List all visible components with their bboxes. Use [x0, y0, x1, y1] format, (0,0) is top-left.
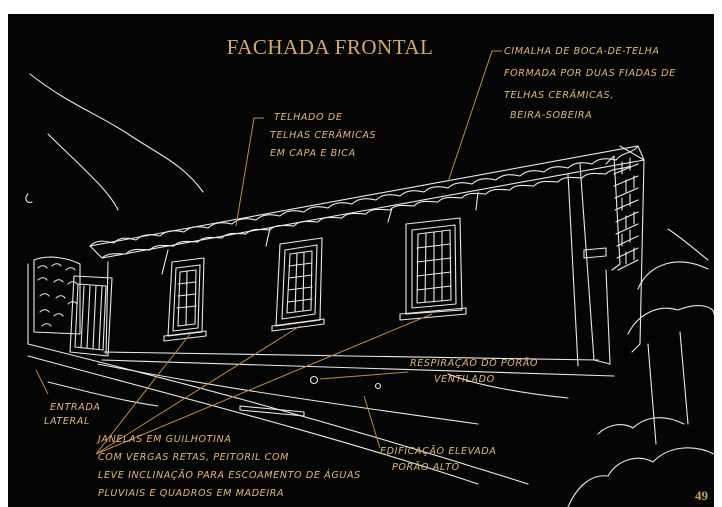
annotation-line: TELHAS CERÂMICAS — [270, 128, 376, 141]
annotation-line: RESPIRAÇÃO DO PORÃO — [410, 356, 538, 369]
annotation-line: FORMADA POR DUAS FIADAS DE — [504, 68, 676, 79]
page-title: FACHADA FRONTAL — [227, 35, 434, 59]
annotation-line: EM CAPA E BICA — [270, 148, 356, 159]
annotation-line: VENTILADO — [434, 374, 495, 385]
annotation-line: PORÃO ALTO — [392, 460, 460, 473]
annotation-line: PLUVIAIS E QUADROS EM MADEIRA — [98, 488, 284, 499]
annotation-telhado: TELHADO DE TELHAS CERÂMICAS EM CAPA E BI… — [270, 112, 376, 159]
leader-lines — [35, 50, 502, 455]
annotation-line: BEIRA-SOBEIRA — [510, 110, 592, 121]
annotation-line: ENTRADA — [50, 402, 100, 413]
annotation-line: TELHADO DE — [274, 112, 343, 123]
annotation-line: TELHAS CERÂMICAS, — [504, 88, 614, 101]
page-number: 49 — [695, 488, 709, 503]
annotation-entrada: ENTRADA LATERAL — [44, 402, 100, 427]
annotation-janelas: JANELAS EM GUILHOTINA COM VERGAS RETAS, … — [96, 434, 361, 499]
window-2 — [271, 237, 325, 332]
sketch-page: FACHADA FRONTAL CIMALHA DE BOCA-DE-TELHA… — [8, 14, 714, 507]
annotation-line: EDIFICAÇÃO ELEVADA — [380, 444, 496, 457]
annotation-line: CIMALHA DE BOCA-DE-TELHA — [504, 46, 660, 57]
annotation-line: JANELAS EM GUILHOTINA — [96, 434, 232, 445]
annotation-line: LATERAL — [44, 416, 90, 427]
annotation-cimalha: CIMALHA DE BOCA-DE-TELHA FORMADA POR DUA… — [504, 46, 676, 121]
window-3 — [399, 217, 467, 321]
annotation-respiracao: RESPIRAÇÃO DO PORÃO VENTILADO — [410, 356, 538, 385]
window-1 — [163, 257, 207, 342]
annotation-line: LEVE INCLINAÇÃO PARA ESCOAMENTO DE ÁGUAS — [98, 468, 361, 481]
facade-sketch: FACHADA FRONTAL CIMALHA DE BOCA-DE-TELHA… — [25, 35, 714, 507]
annotation-edificacao: EDIFICAÇÃO ELEVADA PORÃO ALTO — [380, 444, 496, 473]
house-drawing — [25, 73, 714, 507]
annotation-line: COM VERGAS RETAS, PEITORIL COM — [98, 452, 289, 463]
